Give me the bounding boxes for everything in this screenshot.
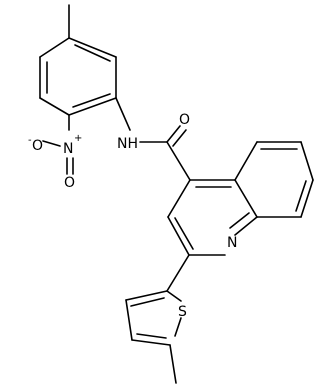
- bond: [234, 179, 258, 218]
- bond: [39, 37, 70, 58]
- bond: [174, 217, 194, 250]
- nh-label: NH: [117, 136, 138, 152]
- bond: [74, 44, 111, 62]
- bond: [166, 254, 190, 292]
- bond: [167, 216, 190, 256]
- molecule-structure: N + - O O NH O N: [28, 4, 314, 384]
- bond: [174, 317, 182, 337]
- nitro-minus-charge: -: [28, 135, 32, 146]
- bond: [172, 129, 187, 147]
- bond: [131, 339, 171, 346]
- bond: [42, 140, 61, 147]
- bond: [234, 141, 258, 181]
- bond: [166, 125, 181, 143]
- bond: [300, 141, 314, 181]
- nitro-group: N + - O O: [28, 114, 82, 191]
- bond: [166, 290, 182, 302]
- bond: [295, 180, 307, 212]
- bond: [125, 299, 133, 341]
- bond: [300, 179, 314, 218]
- quinoline-ring: N: [167, 141, 314, 256]
- thiophene-s-label: S: [178, 304, 187, 320]
- bond: [166, 141, 191, 181]
- bond: [136, 333, 167, 339]
- bond: [115, 97, 131, 131]
- nitro-n-label: N: [63, 141, 73, 157]
- nitrotoluene-ring: [39, 4, 117, 116]
- bond: [68, 37, 117, 58]
- bond: [68, 97, 117, 116]
- bond: [72, 93, 111, 108]
- molecule-diagram: N + - O O NH O N: [28, 4, 314, 384]
- bond: [39, 97, 70, 116]
- quinoline-n-label: N: [227, 235, 237, 251]
- methyl-bond: [169, 344, 177, 384]
- bond: [229, 212, 250, 229]
- bond: [130, 297, 165, 307]
- methylthiophene-ring: S: [125, 254, 190, 384]
- nitro-o-label: O: [64, 175, 75, 191]
- amide-linkage: NH O: [115, 97, 191, 181]
- nitro-o-minus-label: O: [32, 138, 43, 154]
- bond: [125, 290, 168, 301]
- nitro-plus-charge: +: [74, 133, 82, 144]
- carbonyl-o-label: O: [179, 112, 190, 128]
- bond: [167, 179, 191, 218]
- bond: [234, 216, 258, 236]
